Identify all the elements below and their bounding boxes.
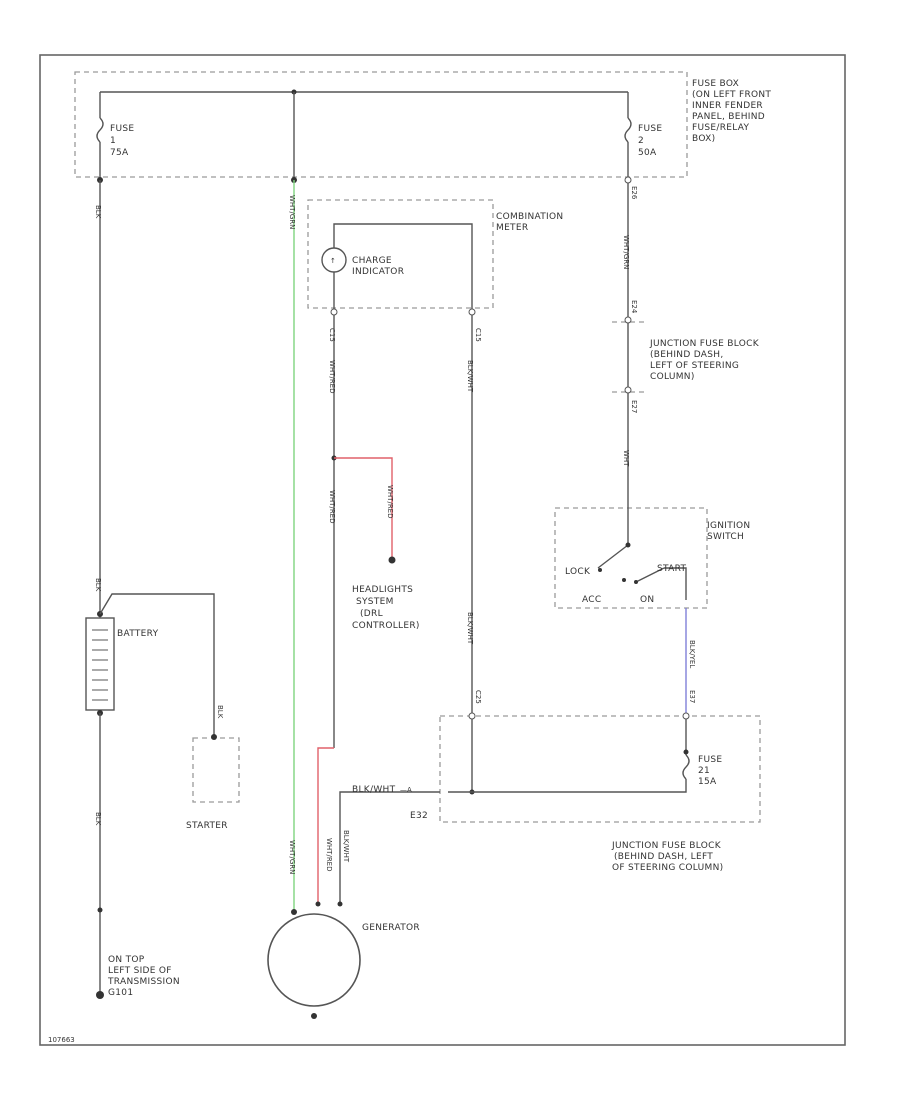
ignition-pos-start: START <box>657 564 686 574</box>
fuse21-output-wire <box>448 779 687 793</box>
ignition-switch-enclosure <box>554 507 708 609</box>
fuse1-symbol <box>96 117 104 143</box>
junction-terminal-left <box>468 712 476 720</box>
wire-color-blk-ground: BLK <box>94 812 102 826</box>
outer-border <box>39 54 846 1046</box>
junction-upper-terminal-bottom <box>624 386 632 394</box>
wire-color-whtred3: WHT/RED <box>386 485 394 519</box>
battery-symbol <box>85 617 115 711</box>
generator-ground-terminal <box>311 1013 317 1019</box>
junction-block-lower-label: JUNCTION FUSE BLOCK (BEHIND DASH, LEFT O… <box>611 841 724 873</box>
generator-l-terminal <box>315 901 321 907</box>
battery-starter-wire <box>99 593 215 736</box>
meter-internal-wire <box>333 223 473 310</box>
connector-e37: E37 <box>688 690 696 703</box>
charge-indicator-symbol: ↑ <box>330 257 336 265</box>
wire-color-wht: WHT <box>622 450 630 467</box>
wire-color-blkwht: BLK/WHT <box>466 360 474 393</box>
ignition-pos-on: ON <box>640 595 654 605</box>
junction-terminal-right <box>682 712 690 720</box>
generator-b-terminal <box>291 909 297 915</box>
connector-c15-left: C15 <box>328 328 336 342</box>
ignition-pivot <box>625 542 631 548</box>
meter-terminal-right <box>468 308 476 316</box>
junction-upper-terminal-top <box>624 316 632 324</box>
headlights-label: HEADLIGHTS SYSTEM (DRL CONTROLLER) <box>352 585 420 631</box>
connector-e26: E26 <box>630 186 638 200</box>
charge-indicator-label: CHARGE INDICATOR <box>352 256 404 277</box>
wire-color-blk2: BLK <box>94 578 102 592</box>
combination-meter-enclosure <box>307 199 494 309</box>
wire-color-whtgrn2: WHT/GRN <box>288 840 296 874</box>
fuse-box-enclosure <box>74 71 688 178</box>
wire-color-whtgrn3: WHT/GRN <box>622 235 630 269</box>
wire-label-arrow: —A <box>400 786 412 794</box>
wire-color-whtgrn: WHT/GRN <box>288 195 296 229</box>
wire-color-whtred: WHT/RED <box>328 360 336 394</box>
battery-cells <box>92 629 108 701</box>
red-headlight-wire <box>334 457 393 560</box>
combination-meter-label: COMBINATION METER <box>496 212 567 233</box>
ignition-pos-acc: ACC <box>582 595 601 605</box>
wire-color-whtred2: WHT/RED <box>328 490 336 524</box>
starter-enclosure <box>192 737 240 803</box>
ground-label: ON TOP LEFT SIDE OF TRANSMISSION G101 <box>107 955 183 998</box>
ignition-contact-on <box>634 580 638 584</box>
starter-terminal <box>211 734 217 740</box>
fuse2-output-terminal <box>624 176 632 184</box>
connector-e32: E32 <box>410 811 428 821</box>
meter-terminal-left <box>330 308 338 316</box>
wire-color-whtred4: WHT/RED <box>325 838 333 872</box>
ignition-contact-acc <box>622 578 626 582</box>
wire-color-blk3: BLK <box>216 705 224 719</box>
wire-label-blkwht: BLK/WHT <box>352 785 396 795</box>
fuse2-symbol <box>624 117 632 143</box>
wire-color-blkwht3: BLK/WHT <box>342 830 350 863</box>
generator-ig-terminal <box>337 901 343 907</box>
wire-color-blkwht2: BLK/WHT <box>466 612 474 645</box>
battery-label: BATTERY <box>117 629 159 639</box>
connector-e24: E24 <box>630 300 638 314</box>
fuse-box-label: FUSE BOX (ON LEFT FRONT INNER FENDER PAN… <box>692 79 774 144</box>
starter-label: STARTER <box>186 821 228 831</box>
fuse21-terminal <box>683 749 689 755</box>
ground-point <box>96 991 104 999</box>
connector-c25: C25 <box>474 690 482 704</box>
wire-color-blk: BLK <box>94 205 102 219</box>
fuse21-symbol <box>682 754 690 780</box>
figure-id: 107663 <box>48 1036 75 1044</box>
ignition-contact-lock <box>598 568 602 572</box>
ignition-output-internal <box>664 567 687 600</box>
ignition-switch-blade <box>597 544 629 569</box>
connector-e27: E27 <box>630 400 638 413</box>
junction-block-lower-enclosure <box>439 715 761 823</box>
ignition-switch-label: IGNITION SWITCH <box>707 521 754 542</box>
junction-block-upper-label: JUNCTION FUSE BLOCK (BEHIND DASH, LEFT O… <box>649 339 762 382</box>
generator-symbol <box>267 913 361 1007</box>
headlights-terminal <box>388 556 396 564</box>
red-generator-lead <box>317 747 334 902</box>
ignition-pos-lock: LOCK <box>565 567 591 577</box>
generator-ign-wire <box>339 791 440 902</box>
ignition-start-blade <box>635 567 665 583</box>
connector-c15-right: C15 <box>474 328 482 342</box>
generator-label: GENERATOR <box>362 923 420 933</box>
ground-junction-dot <box>97 907 103 913</box>
wire-color-blkyel: BLK/YEL <box>688 640 696 668</box>
